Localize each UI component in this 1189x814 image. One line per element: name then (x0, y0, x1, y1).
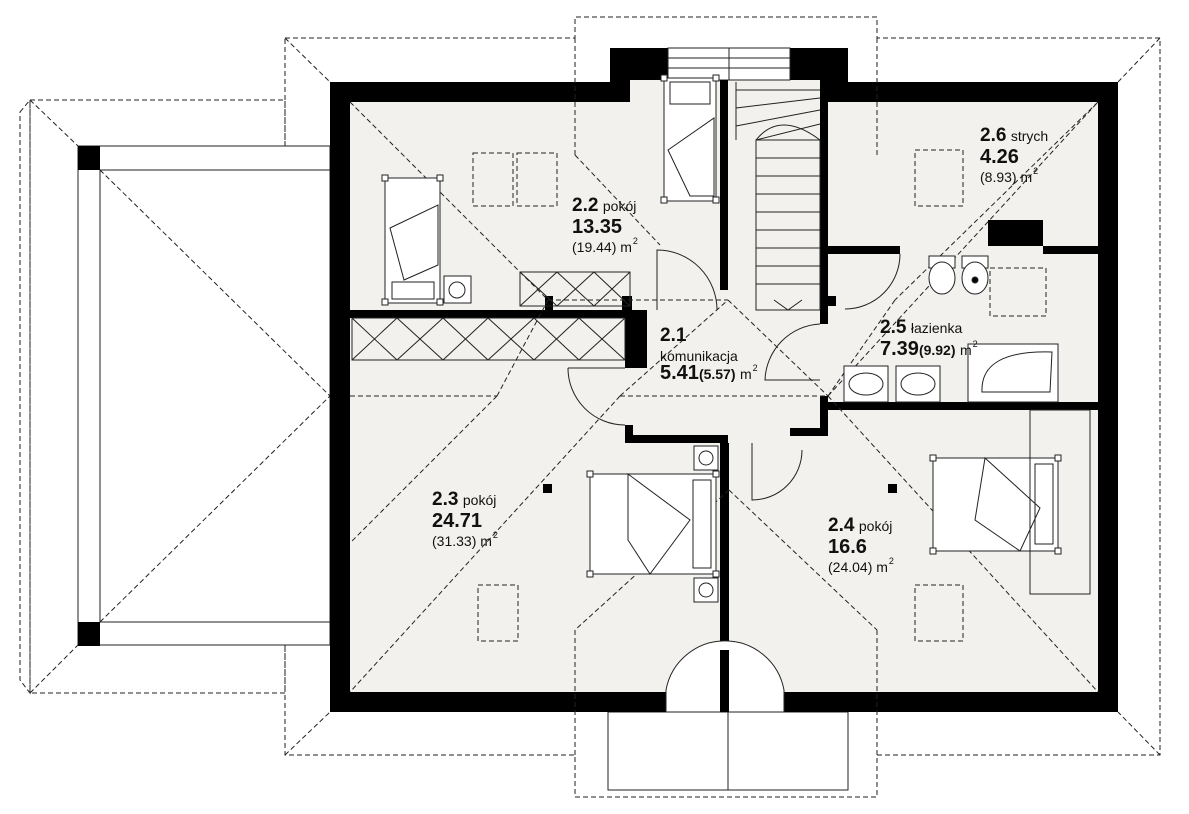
room-unit-exp: 2 (492, 530, 498, 540)
door-swings (567, 249, 901, 501)
room-number: 2.5 (880, 317, 907, 338)
room-unit: m (739, 366, 752, 382)
room-gross-area: (24.04) (828, 559, 873, 575)
terrace (77, 145, 331, 646)
room-area: 24.71 (432, 510, 483, 532)
room-name: pokój (602, 198, 637, 214)
room-label-2-3: 2.3 pokój 24.71 (31.33) m2 (432, 490, 498, 548)
room-area: 4.26 (980, 146, 1019, 168)
room-area: 16.6 (828, 536, 867, 558)
bathroom-fixtures (843, 255, 1059, 403)
room-unit-exp: 2 (752, 363, 758, 373)
room-number: 2.2 (572, 195, 599, 216)
room-gross-area: (8.93) (980, 169, 1017, 185)
room-area: 13.35 (572, 216, 623, 238)
room-unit-exp: 2 (1033, 166, 1039, 176)
room-unit: m (959, 342, 972, 358)
room-label-2-2: 2.2 pokój 13.35 (19.44) m2 (572, 196, 638, 254)
room-unit: m (480, 533, 492, 549)
room-gross-area: (5.57) (698, 366, 736, 382)
room-gross: (31.33) m2 (432, 531, 498, 549)
room-unit-exp: 2 (632, 236, 638, 246)
room-unit: m (620, 239, 632, 255)
room-number: 2.1 (660, 325, 687, 346)
floor-area (350, 48, 1098, 692)
top-bay-walls (610, 48, 848, 102)
room-number: 2.4 (828, 515, 855, 536)
top-window (667, 47, 791, 81)
bed-2-2-top (660, 74, 720, 204)
room-label-2-1: 2.1 komunikacja 5.41(5.57) m2 (660, 326, 758, 383)
vent-markers (543, 484, 897, 493)
bed-2-4 (929, 409, 1091, 595)
room-gross: (19.44) m2 (572, 237, 638, 255)
room-number: 2.3 (432, 489, 459, 510)
room-area: 7.39 (880, 338, 919, 360)
room-number: 2.6 (980, 125, 1007, 146)
bottom-door (660, 640, 790, 713)
room-unit-exp: 2 (972, 339, 978, 349)
room-unit: m (876, 559, 888, 575)
room-name: pokój (462, 492, 497, 508)
roof-outline (19, 16, 1161, 798)
room-gross: (24.04) m2 (828, 557, 894, 575)
room-area: 5.41 (660, 362, 699, 384)
room-unit: m (1020, 169, 1033, 185)
bed-2-2-left (381, 174, 472, 306)
room-name: strych (1010, 128, 1049, 144)
wardrobe-2-3 (351, 317, 626, 361)
room-label-2-4: 2.4 pokój 16.6 (24.04) m2 (828, 516, 894, 574)
room-gross-area: (19.44) (572, 239, 617, 255)
room-name: komunikacja (660, 348, 738, 364)
bed-2-3 (586, 445, 720, 603)
room-label-2-5: 2.5 łazienka 7.39(9.92) m2 (880, 318, 978, 359)
room-gross-area: (31.33) (432, 533, 477, 549)
room-name: pokój (858, 518, 893, 534)
staircase (735, 82, 821, 311)
front-balcony (607, 711, 849, 791)
room-gross: (8.93) m2 (980, 167, 1048, 185)
room-name: łazienka (910, 320, 963, 336)
room-unit-exp: 2 (888, 556, 894, 566)
room-gross-area: (9.92) (918, 342, 956, 358)
room-label-2-6: 2.6 strych 4.26 (8.93) m2 (980, 126, 1048, 184)
